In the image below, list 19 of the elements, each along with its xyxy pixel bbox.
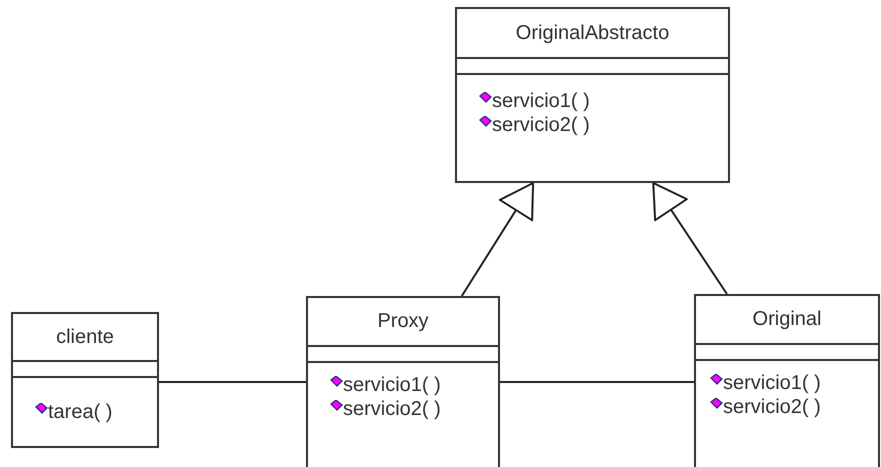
- class-name: Proxy: [377, 310, 429, 333]
- class-box: [455, 7, 730, 183]
- class-name: cliente: [56, 326, 114, 348]
- inheritance-arrow: [460, 182, 534, 297]
- class-name: Original: [752, 308, 822, 331]
- class-name: OriginalAbstracto: [516, 22, 670, 44]
- class-box: [694, 294, 880, 467]
- class-box: [306, 296, 500, 467]
- method-name: servicio2( ): [723, 396, 821, 418]
- method-name: tarea( ): [48, 400, 112, 424]
- method-name: servicio2( ): [492, 114, 590, 136]
- inheritance-arrow: [652, 182, 728, 295]
- method-name: servicio1( ): [723, 372, 821, 394]
- method-name: servicio1( ): [343, 374, 441, 396]
- class-box: [11, 312, 159, 448]
- association-line: [500, 381, 694, 383]
- association-line: [159, 381, 306, 383]
- method-name: servicio2( ): [343, 398, 441, 420]
- method-name: servicio1( ): [492, 90, 590, 112]
